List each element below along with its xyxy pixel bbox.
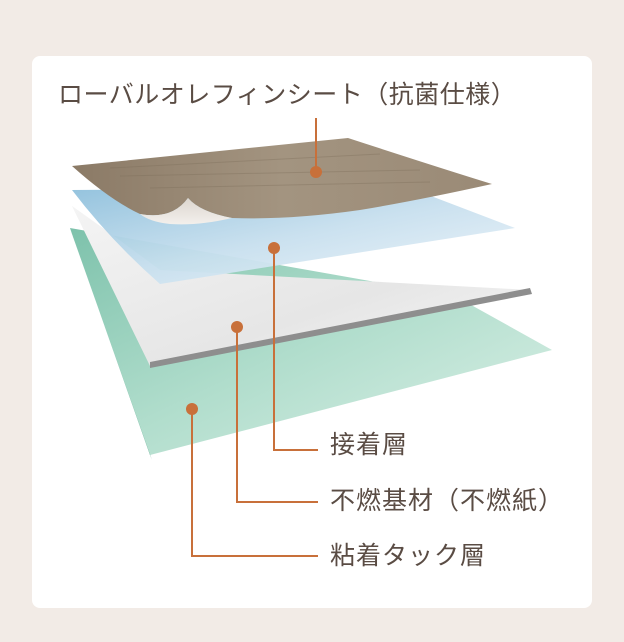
adhesive-layer-label: 接着層	[330, 430, 409, 459]
core-material-label: 不燃基材（不燃紙）	[330, 486, 565, 515]
tack-layer-label: 粘着タック層	[330, 541, 487, 570]
leader-tack	[191, 409, 318, 557]
leader-core	[236, 327, 318, 503]
dot-core	[231, 321, 243, 333]
leader-dots	[186, 166, 322, 415]
dot-tack	[186, 403, 198, 415]
top-sheet-label: ローバルオレフィンシート（抗菌仕様）	[58, 80, 517, 109]
dot-top-sheet	[310, 166, 322, 178]
leader-adhesive	[273, 248, 318, 451]
dot-adhesive	[268, 242, 280, 254]
core-layer	[72, 206, 532, 368]
leader-lines	[191, 118, 318, 557]
wood-sheet	[72, 138, 492, 225]
